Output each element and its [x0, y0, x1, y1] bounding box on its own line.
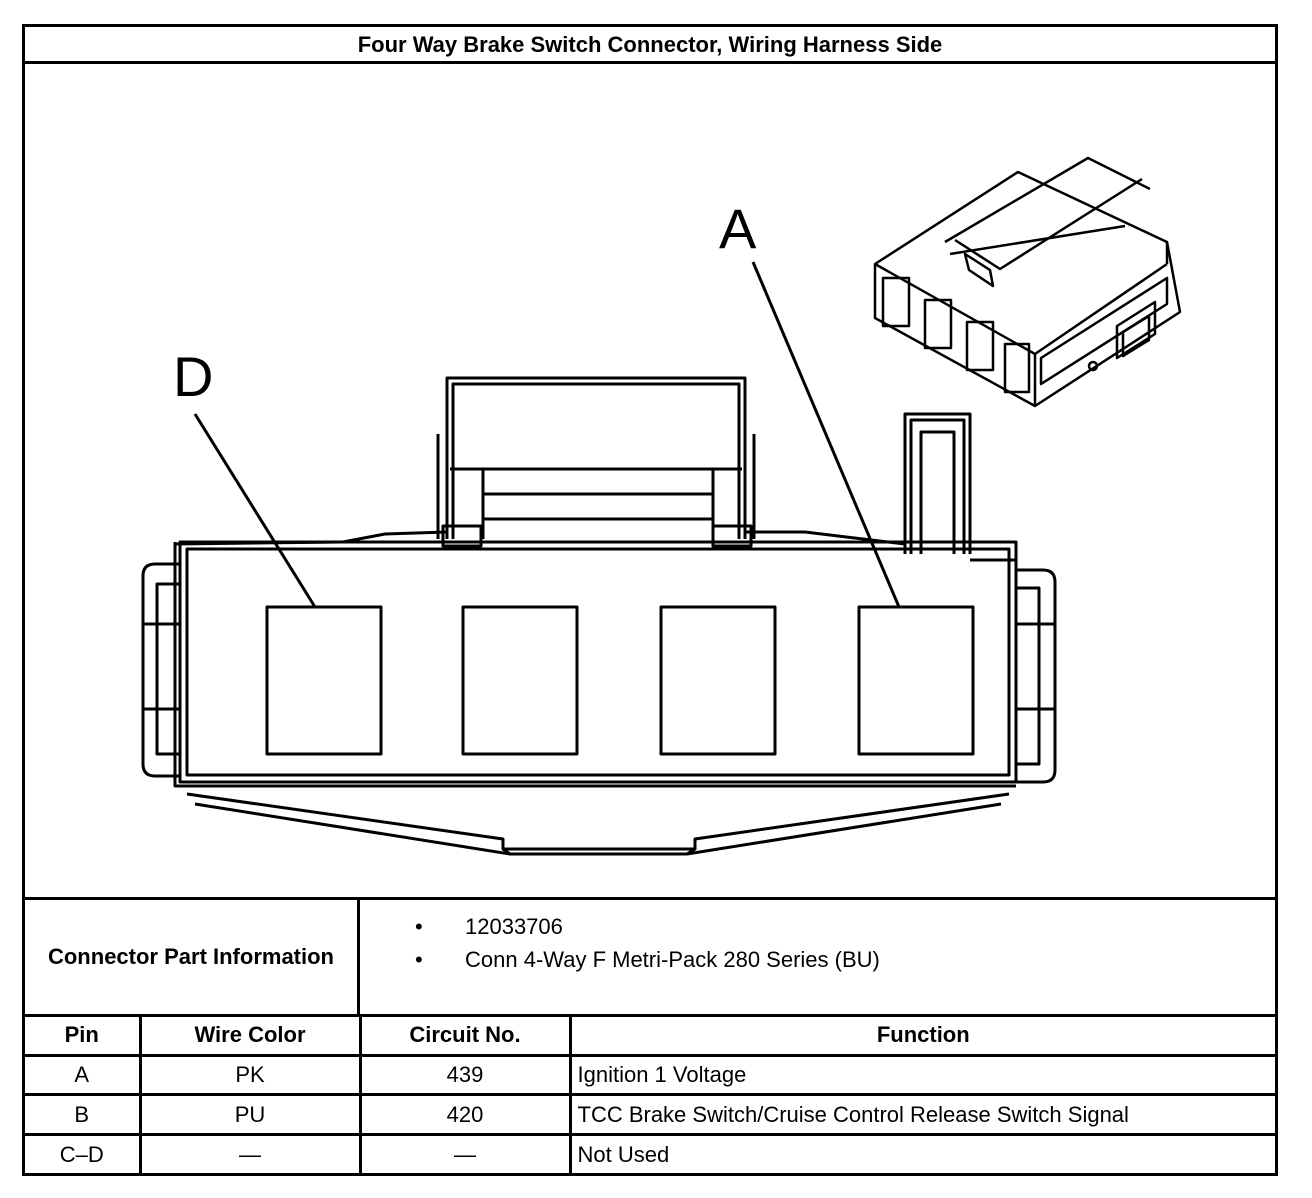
pin-table: Pin Wire Color Circuit No. Function A PK… — [25, 1017, 1275, 1173]
terminal-cavity-a — [857, 605, 975, 756]
connector-lock-tab — [436, 376, 756, 548]
cell-wire-color: PU — [138, 1093, 362, 1137]
cell-pin: B — [25, 1093, 142, 1137]
cell-wire-color: PK — [138, 1053, 362, 1097]
header-circuit-no: Circuit No. — [358, 1017, 572, 1057]
connector-isometric-view — [873, 156, 1182, 408]
connector-face-svg: D A — [141, 156, 1182, 856]
connector-bottom-skirt — [186, 792, 1010, 856]
part-info-item: • 12033706 — [415, 910, 880, 943]
terminal-cavity-c — [461, 605, 579, 756]
cell-circuit-no: — — [358, 1133, 572, 1173]
cell-wire-color: — — [138, 1133, 362, 1173]
terminal-cavity-b — [659, 605, 777, 756]
bullet-icon: • — [415, 914, 423, 939]
cell-function: TCC Brake Switch/Cruise Control Release … — [568, 1093, 1275, 1137]
cell-pin: C–D — [25, 1133, 142, 1173]
cell-circuit-no: 420 — [358, 1093, 572, 1137]
connector-body — [173, 540, 1018, 788]
table-row: A PK 439 Ignition 1 Voltage — [25, 1053, 1275, 1097]
connector-shoulder — [174, 530, 1015, 562]
connector-right-ear — [1016, 568, 1057, 784]
header-pin: Pin — [25, 1017, 142, 1057]
bullet-icon: • — [415, 947, 423, 972]
callout-letter-d: D — [173, 345, 213, 408]
header-function: Function — [568, 1017, 1275, 1057]
cell-pin: A — [25, 1053, 142, 1097]
diagram-frame: Four Way Brake Switch Connector, Wiring … — [22, 24, 1278, 1176]
cell-function: Not Used — [568, 1133, 1275, 1173]
cell-function: Ignition 1 Voltage — [568, 1053, 1275, 1097]
leader-line-d — [193, 413, 317, 608]
table-row: C–D — — Not Used — [25, 1133, 1275, 1173]
leader-line-a — [751, 261, 901, 608]
terminal-cavity-d — [265, 605, 383, 756]
part-info-item: • Conn 4-Way F Metri-Pack 280 Series (BU… — [415, 943, 880, 976]
diagram-title: Four Way Brake Switch Connector, Wiring … — [25, 27, 1275, 64]
table-row: B PU 420 TCC Brake Switch/Cruise Control… — [25, 1093, 1275, 1137]
pin-table-header-row: Pin Wire Color Circuit No. Function — [25, 1017, 1275, 1057]
callout-letter-a: A — [719, 197, 757, 260]
part-info-list: • 12033706 • Conn 4-Way F Metri-Pack 280… — [415, 910, 880, 976]
connector-drawing: D A — [25, 64, 1275, 897]
header-wire-color: Wire Color — [138, 1017, 362, 1057]
part-number: 12033706 — [465, 914, 563, 939]
part-info-label: Connector Part Information — [25, 900, 360, 1014]
connector-left-ear — [141, 562, 180, 778]
connector-key-post — [903, 412, 972, 554]
cell-circuit-no: 439 — [358, 1053, 572, 1097]
connector-description: Conn 4-Way F Metri-Pack 280 Series (BU) — [465, 947, 880, 972]
connector-part-info: Connector Part Information • 12033706 • … — [25, 897, 1275, 1017]
